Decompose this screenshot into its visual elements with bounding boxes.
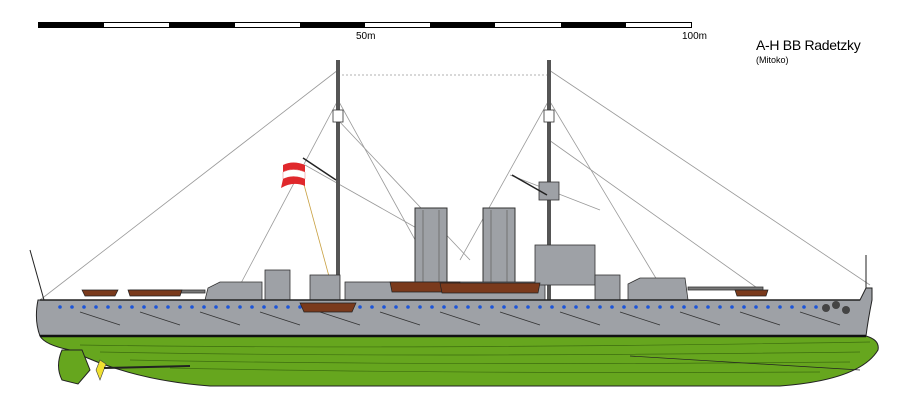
- porthole: [214, 305, 218, 309]
- austro-hungarian-ensign-flag: [281, 162, 306, 188]
- scale-bar-segment: [299, 23, 366, 27]
- porthole: [166, 305, 170, 309]
- bow-anchors: [822, 301, 850, 314]
- porthole: [514, 305, 518, 309]
- porthole: [610, 305, 614, 309]
- porthole: [286, 305, 290, 309]
- porthole: [262, 305, 266, 309]
- porthole: [562, 305, 566, 309]
- porthole: [298, 305, 302, 309]
- porthole: [646, 305, 650, 309]
- porthole: [178, 305, 182, 309]
- ship-title: A-H BB Radetzky: [756, 37, 861, 53]
- boats: [81, 281, 769, 313]
- porthole: [274, 305, 278, 309]
- scale-label-100m: 100m: [682, 31, 708, 42]
- porthole: [658, 305, 662, 309]
- porthole: [154, 305, 158, 309]
- porthole: [370, 305, 374, 309]
- scale-bar-segment: [560, 23, 626, 27]
- scale-bar-segment: [104, 23, 170, 27]
- porthole: [430, 305, 434, 309]
- porthole: [802, 305, 806, 309]
- scale-bar-segment: [495, 23, 561, 27]
- porthole: [538, 305, 542, 309]
- masts: [302, 60, 560, 300]
- porthole: [406, 305, 410, 309]
- scale-bar-segment: [39, 23, 105, 27]
- porthole: [526, 305, 530, 309]
- porthole: [718, 305, 722, 309]
- aft-funnel: [414, 207, 448, 285]
- fore-main-turret: [627, 277, 689, 301]
- rudder: [58, 349, 91, 385]
- porthole: [622, 305, 626, 309]
- rigging: [39, 69, 871, 301]
- porthole: [502, 305, 506, 309]
- scale-bar-segment: [625, 23, 692, 27]
- porthole: [682, 305, 686, 309]
- porthole: [634, 305, 638, 309]
- porthole: [454, 305, 458, 309]
- porthole: [238, 305, 242, 309]
- porthole: [754, 305, 758, 309]
- main-mast: [336, 60, 340, 300]
- scale-bar: [38, 22, 692, 28]
- porthole: [118, 305, 122, 309]
- porthole: [358, 305, 362, 309]
- porthole: [226, 305, 230, 309]
- porthole: [130, 305, 134, 309]
- porthole: [70, 305, 74, 309]
- porthole: [730, 305, 734, 309]
- propeller: [95, 359, 191, 381]
- scale-bar-segment: [365, 23, 431, 27]
- porthole: [250, 305, 254, 309]
- porthole: [106, 305, 110, 309]
- porthole: [742, 305, 746, 309]
- fore-mast: [547, 60, 551, 300]
- porthole: [202, 305, 206, 309]
- scale-label-50m: 50m: [356, 31, 376, 42]
- porthole: [58, 305, 62, 309]
- porthole: [478, 305, 482, 309]
- aft-main-turret: [204, 281, 263, 301]
- porthole: [814, 305, 818, 309]
- hull-plating-lines: [79, 341, 871, 373]
- porthole: [94, 305, 98, 309]
- porthole: [706, 305, 710, 309]
- funnels: [414, 207, 516, 285]
- porthole: [766, 305, 770, 309]
- scale-bar-segment: [234, 23, 300, 27]
- scale-bar-segment: [430, 23, 496, 27]
- porthole: [142, 305, 146, 309]
- porthole: [490, 305, 494, 309]
- porthole: [574, 305, 578, 309]
- porthole: [382, 305, 386, 309]
- porthole: [442, 305, 446, 309]
- porthole: [550, 305, 554, 309]
- porthole: [790, 305, 794, 309]
- porthole: [586, 305, 590, 309]
- fore-funnel: [482, 207, 516, 285]
- porthole: [418, 305, 422, 309]
- porthole: [466, 305, 470, 309]
- porthole: [670, 305, 674, 309]
- porthole: [598, 305, 602, 309]
- porthole: [694, 305, 698, 309]
- porthole: [778, 305, 782, 309]
- porthole: [190, 305, 194, 309]
- hull-below-waterline: [39, 335, 879, 387]
- porthole: [82, 305, 86, 309]
- scale-bar-segment: [169, 23, 235, 27]
- porthole: [394, 305, 398, 309]
- artist-credit: (Mitoko): [756, 55, 789, 65]
- armor-belt-lines: [79, 311, 841, 326]
